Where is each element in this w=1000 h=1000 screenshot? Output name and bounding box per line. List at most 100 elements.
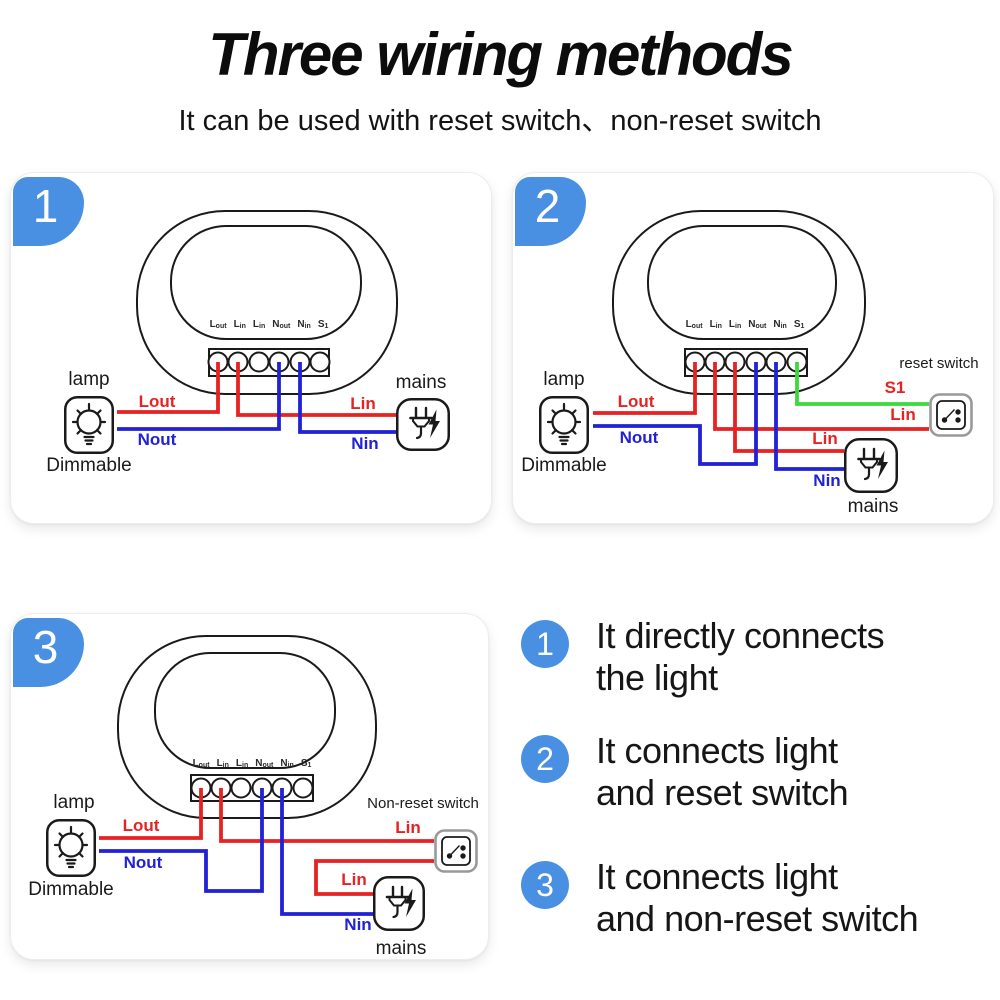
bulb-icon bbox=[64, 396, 114, 454]
wiring-panel-1: 1 bbox=[10, 172, 492, 524]
terminal-label: S1 bbox=[300, 758, 312, 769]
terminal-label: Lout bbox=[685, 319, 703, 330]
wiring-panel-3: 3 bbox=[10, 613, 489, 960]
page-subtitle: It can be used with reset switch、non-res… bbox=[178, 105, 822, 137]
page-title: Three wiring methods bbox=[208, 21, 793, 88]
terminal-labels: Lout Lin Lin Nout Nin S1 bbox=[680, 319, 810, 330]
panel-number: 3 bbox=[32, 620, 59, 673]
terminal-label: Nout bbox=[748, 319, 767, 330]
terminal-label: Nin bbox=[297, 319, 311, 330]
switch-label: reset switch bbox=[899, 355, 979, 372]
legend-text: It connects light and reset switch bbox=[596, 730, 849, 814]
terminal-label: Lin bbox=[252, 319, 266, 330]
wire-lin-mains bbox=[314, 859, 434, 896]
device-inner-body bbox=[647, 225, 837, 340]
plug-lightning-icon bbox=[844, 438, 898, 493]
wire-nout bbox=[593, 362, 758, 466]
wire-label-lin-mains: Lin bbox=[812, 429, 838, 448]
wire-label-s1: S1 bbox=[884, 378, 906, 397]
wire-lout bbox=[99, 788, 203, 840]
mains-label: mains bbox=[375, 938, 427, 959]
panel-number: 1 bbox=[32, 179, 59, 232]
legend-text: It connects light and non-reset switch bbox=[596, 856, 919, 940]
panel-1-diagram bbox=[64, 210, 450, 454]
terminal-label: Nin bbox=[773, 319, 787, 330]
terminal-strip bbox=[207, 348, 331, 377]
legend-line: and non-reset switch bbox=[596, 898, 919, 939]
wire-lin-mains bbox=[733, 362, 844, 453]
wire-nout bbox=[117, 362, 281, 431]
bulb-icon bbox=[46, 819, 96, 877]
legend-text: It directly connects the light bbox=[596, 615, 885, 699]
wire-lin-switch bbox=[713, 362, 929, 431]
terminal-label: Nout bbox=[272, 319, 291, 330]
terminal-label: S1 bbox=[793, 319, 805, 330]
terminal-label: Lin bbox=[728, 319, 742, 330]
lamp-label: lamp bbox=[68, 369, 110, 390]
legend-line: and reset switch bbox=[596, 772, 849, 813]
wire-label-nin: Nin bbox=[344, 915, 372, 934]
legend-number-badge: 2 bbox=[521, 735, 569, 783]
wire-lin bbox=[236, 362, 396, 417]
mains-label: mains bbox=[847, 496, 899, 517]
wire-label-lin-switch: Lin bbox=[395, 818, 421, 837]
wire-label-nout: Nout bbox=[619, 428, 659, 447]
wire-nin bbox=[298, 362, 396, 434]
legend-number: 3 bbox=[536, 866, 554, 903]
terminal-label: Lin bbox=[235, 758, 249, 769]
switch-label: Non-reset switch bbox=[367, 795, 479, 812]
legend-number-badge: 3 bbox=[521, 861, 569, 909]
wire-label-lout: Lout bbox=[138, 392, 176, 411]
terminal-label: Lin bbox=[216, 758, 229, 769]
mains-label: mains bbox=[395, 372, 447, 393]
wire-label-lin: Lin bbox=[350, 394, 376, 413]
wire-s1 bbox=[795, 362, 929, 406]
wire-label-lin-switch: Lin bbox=[890, 405, 916, 424]
terminal-label: S1 bbox=[317, 319, 329, 330]
legend-number: 2 bbox=[536, 740, 554, 777]
terminal-label: Nout bbox=[255, 758, 274, 769]
wire-nin bbox=[774, 362, 844, 471]
terminal-labels: Lout Lin Lin Nout Nin S1 bbox=[204, 319, 334, 330]
panel-1-number-badge: 1 bbox=[13, 177, 84, 246]
legend-number-badge: 1 bbox=[521, 620, 569, 668]
lamp-caption: Dimmable bbox=[521, 455, 607, 476]
legend-line: It directly connects bbox=[596, 615, 885, 656]
terminal-label: Lin bbox=[233, 319, 246, 330]
wire-lout bbox=[593, 362, 697, 415]
wire-label-nin: Nin bbox=[351, 434, 379, 453]
wire-label-nin: Nin bbox=[813, 471, 841, 490]
wire-label-lout: Lout bbox=[122, 816, 160, 835]
legend-item-1: 1 It directly connects the light bbox=[521, 615, 885, 699]
bulb-icon bbox=[539, 396, 589, 454]
lamp-caption: Dimmable bbox=[28, 879, 114, 900]
device-inner-body bbox=[170, 225, 362, 340]
legend-line: the light bbox=[596, 657, 718, 698]
wire-nin bbox=[280, 788, 373, 916]
terminal-strip bbox=[684, 348, 808, 377]
lamp-caption: Dimmable bbox=[46, 455, 132, 476]
wire-label-nout: Nout bbox=[137, 430, 177, 449]
terminal-label: Lout bbox=[209, 319, 227, 330]
panel-2-diagram bbox=[539, 210, 973, 493]
wire-label-lin-mains: Lin bbox=[341, 870, 367, 889]
legend-number: 1 bbox=[536, 625, 554, 662]
legend-line: It connects light bbox=[596, 856, 838, 897]
panel-number: 2 bbox=[534, 179, 561, 232]
wire-nout bbox=[99, 788, 264, 893]
wiring-panel-2: 2 bbox=[512, 172, 994, 524]
rocker-switch-icon bbox=[434, 829, 478, 873]
wire-lin-switch bbox=[219, 788, 434, 843]
wire-label-lout: Lout bbox=[617, 392, 655, 411]
terminal-strip bbox=[190, 774, 314, 802]
wire-lout bbox=[117, 362, 220, 414]
wire-label-nout: Nout bbox=[123, 853, 163, 872]
legend-item-2: 2 It connects light and reset switch bbox=[521, 730, 849, 814]
terminal-labels: Lout Lin Lin Nout Nin S1 bbox=[187, 758, 317, 769]
legend-line: It connects light bbox=[596, 730, 838, 771]
rocker-switch-icon bbox=[929, 393, 973, 437]
terminal-label: Lin bbox=[709, 319, 722, 330]
terminal-label: Lout bbox=[192, 758, 210, 769]
terminal-label: Nin bbox=[280, 758, 294, 769]
